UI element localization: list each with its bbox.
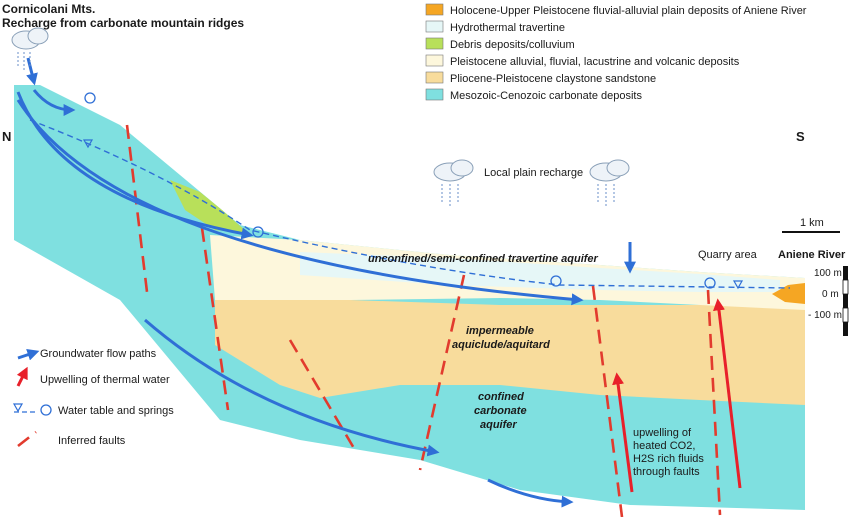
symbol-legend: Groundwater flow paths Upwelling of ther… xyxy=(12,348,174,448)
legend-label: Hydrothermal travertine xyxy=(450,22,565,34)
section-cut-mask xyxy=(14,240,805,517)
scale-zero: 0 m xyxy=(822,289,839,300)
rain-cloud-icon xyxy=(589,159,630,206)
legend-label: Pliocene-Pleistocene claystone sandstone xyxy=(450,73,656,85)
aquiclude-label-2: aquiclude/aquitard xyxy=(452,339,550,351)
upwelling-note-2: heated CO2, xyxy=(633,440,695,452)
rain-cloud-icon xyxy=(11,27,49,70)
upwelling-legend-icon xyxy=(16,366,28,387)
vertical-scale xyxy=(842,266,849,336)
quarry-label: Quarry area xyxy=(698,249,758,261)
confined-label-1: confined xyxy=(478,391,524,403)
legend-label: Pleistocene alluvial, fluvial, lacustrin… xyxy=(450,56,740,68)
legend-swatch xyxy=(425,20,444,33)
rain-cloud-icon xyxy=(433,159,474,206)
legend-label: Debris deposits/colluvium xyxy=(450,39,575,51)
upwelling-note-4: through faults xyxy=(633,466,700,478)
local-recharge-label: Local plain recharge xyxy=(484,167,583,179)
river-deposit xyxy=(772,283,805,304)
faults xyxy=(125,124,722,517)
springs xyxy=(84,92,716,289)
fault-legend-icon xyxy=(17,430,37,448)
aquiclude-label-1: impermeable xyxy=(466,325,534,337)
confined-label-3: aquifer xyxy=(480,419,517,431)
north-label: N xyxy=(2,129,11,144)
water-table-line xyxy=(29,119,791,289)
upwelling-arrows xyxy=(612,298,742,493)
legend-swatch xyxy=(425,54,444,67)
legend: Holocene-Upper Pleistocene fluvial-alluv… xyxy=(425,3,807,102)
legend-swatch xyxy=(425,71,444,84)
scale-minus-100: - 100 m xyxy=(808,310,842,321)
legend-swatch xyxy=(425,88,444,101)
upwelling-note-1: upwelling of xyxy=(633,427,692,439)
south-label: S xyxy=(796,129,805,144)
legend-water-table-label: Water table and springs xyxy=(58,405,174,417)
legend-flow-label: Groundwater flow paths xyxy=(40,348,157,360)
title-line-2: Recharge from carbonate mountain ridges xyxy=(2,16,244,30)
flow-arrows xyxy=(16,57,636,508)
water-table-triangles xyxy=(82,139,744,290)
scale-plus-100: 100 m xyxy=(814,268,842,279)
spring-icon xyxy=(40,404,52,416)
legend-swatch xyxy=(425,3,444,16)
confined-label-2: carbonate xyxy=(474,405,527,417)
upwelling-note-3: H2S rich fluids xyxy=(633,453,704,465)
legend-label: Holocene-Upper Pleistocene fluvial-alluv… xyxy=(450,5,807,17)
legend-label: Mesozoic-Cenozoic carbonate deposits xyxy=(450,90,642,102)
travertine-aquifer-label: unconfined/semi-confined travertine aqui… xyxy=(368,253,599,265)
flow-legend-icon xyxy=(17,348,40,361)
legend-upwelling-label: Upwelling of thermal water xyxy=(40,374,170,386)
triangle-icon xyxy=(12,403,24,413)
legend-faults-label: Inferred faults xyxy=(58,435,126,447)
claystone-layer xyxy=(215,300,805,405)
legend-swatch xyxy=(425,37,444,50)
title-line-1: Cornicolani Mts. xyxy=(2,2,95,16)
scale-bar-label: 1 km xyxy=(800,217,824,229)
river-label: Aniene River xyxy=(778,249,846,261)
